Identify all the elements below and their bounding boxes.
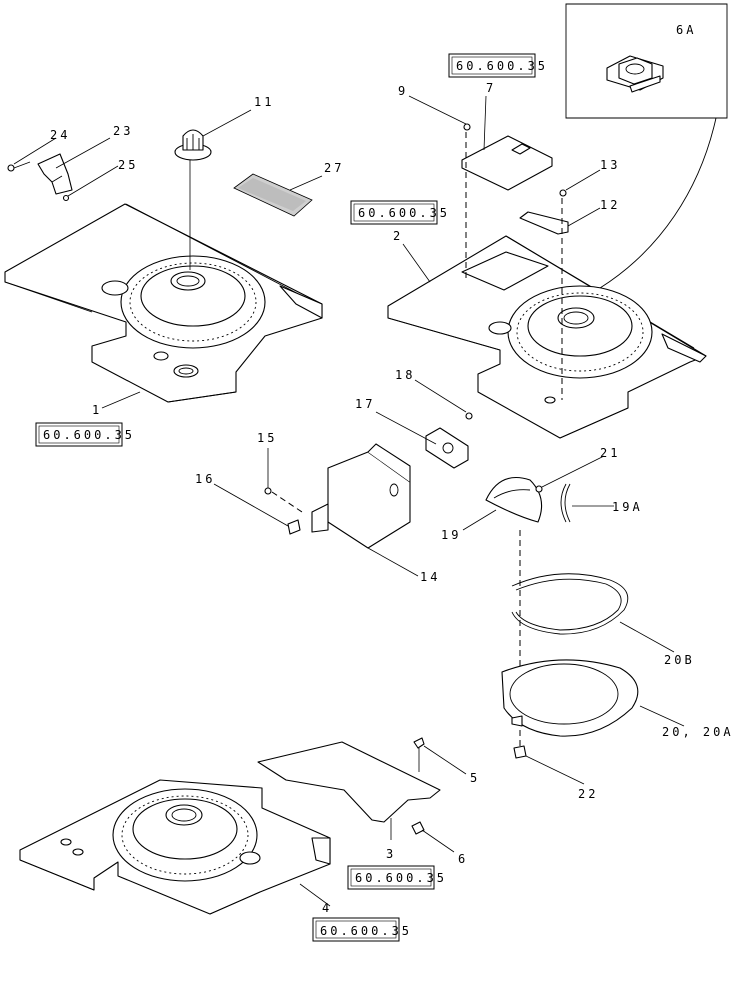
part-19-dome-cover bbox=[485, 476, 543, 523]
reference-label: 60.600.35 bbox=[43, 428, 135, 442]
part-22-clip bbox=[513, 745, 527, 759]
callout-3: 3 bbox=[386, 847, 396, 861]
callout-15: 15 bbox=[257, 431, 277, 445]
callout-11: 11 bbox=[254, 95, 274, 109]
callout-4: 4 bbox=[322, 901, 332, 915]
callout-5: 5 bbox=[470, 771, 480, 785]
callout-24: 24 bbox=[50, 128, 70, 142]
part-13-screw bbox=[559, 189, 567, 197]
callout-16: 16 bbox=[195, 472, 215, 486]
callout-20b: 20B bbox=[664, 653, 695, 667]
callout-17: 17 bbox=[355, 397, 375, 411]
callout-20-20a: 20, 20A bbox=[662, 725, 732, 739]
part-15-screw bbox=[264, 487, 272, 495]
callout-21: 21 bbox=[600, 446, 620, 460]
callout-numbers: 1 2 3 4 5 6 6A 7 9 11 12 13 14 15 16 17 … bbox=[50, 23, 732, 915]
part-23-bracket bbox=[37, 153, 73, 195]
part-5-screw bbox=[413, 737, 425, 772]
callout-7: 7 bbox=[486, 81, 496, 95]
callout-6: 6 bbox=[458, 852, 468, 866]
callout-18: 18 bbox=[395, 368, 415, 382]
callout-9: 9 bbox=[398, 84, 408, 98]
part-6-nut bbox=[411, 821, 425, 835]
part-20-ring bbox=[501, 659, 639, 737]
leader-lines bbox=[13, 95, 685, 907]
reference-box-2: 60.600.35 bbox=[350, 200, 450, 225]
part-24-screw bbox=[7, 161, 31, 172]
part-1-floor-panel-left bbox=[4, 203, 323, 403]
part-12-strap bbox=[519, 211, 569, 235]
part-18-screw bbox=[465, 412, 473, 420]
callout-25: 25 bbox=[118, 158, 138, 172]
callout-19a: 19A bbox=[612, 500, 643, 514]
reference-box-3: 60.600.35 bbox=[448, 53, 548, 78]
callout-22: 22 bbox=[578, 787, 598, 801]
part-14-cover bbox=[311, 443, 411, 549]
callout-1: 1 bbox=[92, 403, 102, 417]
part-6a-clip-nut bbox=[606, 55, 664, 93]
callout-19: 19 bbox=[441, 528, 461, 542]
part-4-floor-panel-lower bbox=[19, 779, 331, 915]
part-2-floor-panel-right bbox=[387, 235, 707, 439]
reference-box-5: 60.600.35 bbox=[312, 917, 412, 942]
reference-label: 60.600.35 bbox=[320, 924, 412, 938]
reference-box-4: 60.600.35 bbox=[347, 865, 447, 890]
callout-6a: 6A bbox=[676, 23, 696, 37]
reference-label: 60.600.35 bbox=[358, 206, 450, 220]
reference-box-1: 60.600.35 bbox=[35, 422, 135, 447]
callout-27: 27 bbox=[324, 161, 344, 175]
part-17-bracket bbox=[425, 427, 469, 469]
reference-label: 60.600.35 bbox=[456, 59, 548, 73]
part-7-switch-plate bbox=[461, 135, 553, 191]
part-11-knob bbox=[174, 129, 212, 270]
part-20b-ring bbox=[511, 573, 629, 635]
callout-23: 23 bbox=[113, 124, 133, 138]
callout-13: 13 bbox=[600, 158, 620, 172]
part-21-screw bbox=[535, 485, 543, 493]
part-19a-seal bbox=[560, 483, 571, 523]
part-27-decal bbox=[233, 173, 313, 217]
part-9-screw bbox=[463, 123, 471, 131]
callout-2: 2 bbox=[393, 229, 403, 243]
callout-12: 12 bbox=[600, 198, 620, 212]
detail-inset bbox=[565, 3, 728, 289]
part-3-cover-plate bbox=[257, 741, 441, 823]
part-16-clip bbox=[287, 519, 301, 535]
reference-label: 60.600.35 bbox=[355, 871, 447, 885]
callout-14: 14 bbox=[420, 570, 440, 584]
part-25-nut bbox=[62, 194, 70, 202]
